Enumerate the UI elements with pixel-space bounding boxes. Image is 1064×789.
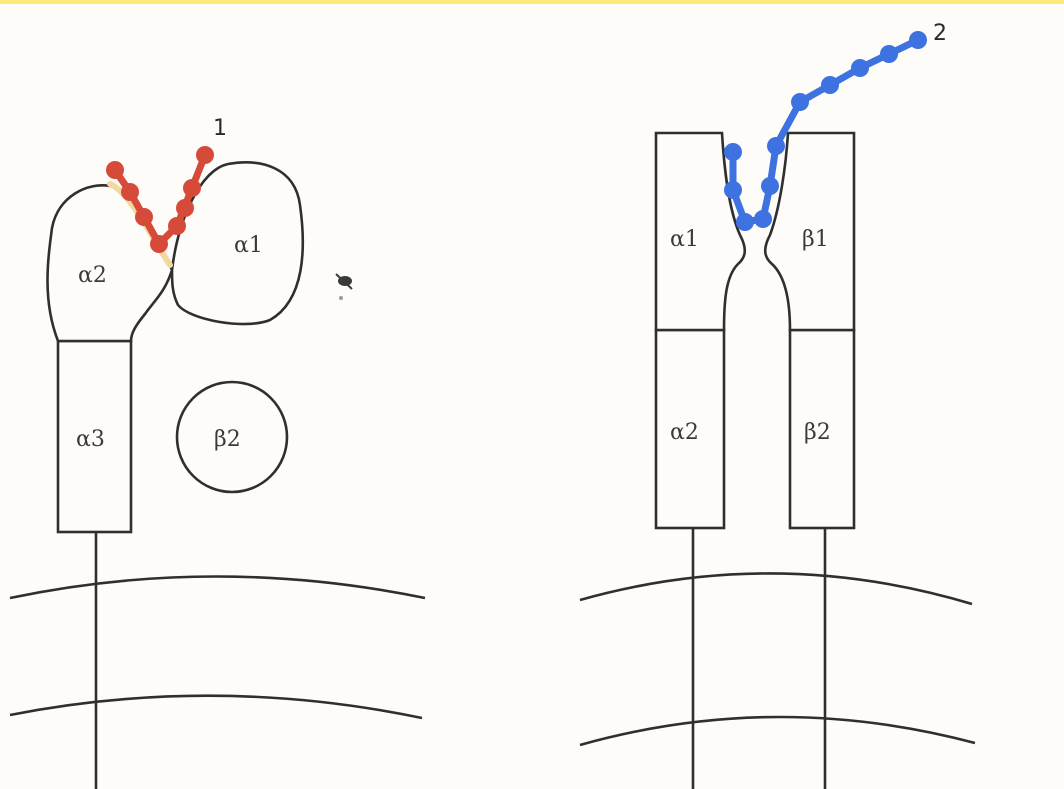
peptide-1-residue (121, 183, 139, 201)
mhc-class-2: α1 β1 α2 β2 2 (579, 21, 976, 789)
peptide-2-residue (767, 137, 785, 155)
alpha1-domain (170, 161, 305, 326)
beta2-domain-class2 (788, 328, 856, 530)
membrane-inner-left (9, 694, 423, 720)
label-beta2-class1: β2 (214, 427, 241, 452)
label-alpha3-class1: α3 (76, 427, 105, 452)
peptide-2-residue (880, 45, 898, 63)
label-alpha2-class2: α2 (670, 420, 699, 445)
membrane-outer-right (579, 572, 973, 606)
beta2-domain (175, 380, 289, 494)
peptide-label-1: 1 (213, 116, 227, 141)
label-alpha2-class1: α2 (78, 263, 107, 288)
peptide-2-residue (761, 177, 779, 195)
peptide-2-residue (724, 143, 742, 161)
peptide-2-residue (736, 213, 754, 231)
label-alpha1-class1: α1 (234, 233, 263, 258)
mhc-class-1: α2 α1 α3 β2 1 (9, 116, 426, 789)
peptide-1-residue (135, 208, 153, 226)
peptide-1-residue (196, 146, 214, 164)
smudge-mark (335, 273, 353, 300)
alpha2-domain (46, 184, 174, 343)
peptide-2-residue (851, 59, 869, 77)
peptide-2-residue (724, 181, 742, 199)
peptide-1-residue (176, 199, 194, 217)
peptide-2-residue (754, 210, 772, 228)
alpha1-domain-class2 (654, 131, 747, 332)
label-beta2-class2: β2 (804, 420, 831, 445)
membrane-outer-left (9, 575, 426, 600)
peptide-1-residues (106, 146, 214, 253)
peptide-1-residue (106, 161, 124, 179)
label-beta1-class2: β1 (802, 227, 829, 252)
membrane-inner-right (579, 715, 976, 747)
peptide-label-2: 2 (933, 21, 947, 46)
peptide-2-residue (909, 31, 927, 49)
alpha2-domain-class2 (654, 328, 726, 530)
peptide-1-residue (150, 235, 168, 253)
peptide-1-residue (183, 179, 201, 197)
peptide-2-residues (724, 31, 927, 231)
peptide-2-residue (821, 76, 839, 94)
peptide-1-residue (168, 217, 186, 235)
peptide-2-residue (791, 93, 809, 111)
label-alpha1-class2: α1 (670, 227, 699, 252)
beta1-domain-class2 (763, 131, 856, 332)
top-border (0, 0, 1064, 4)
